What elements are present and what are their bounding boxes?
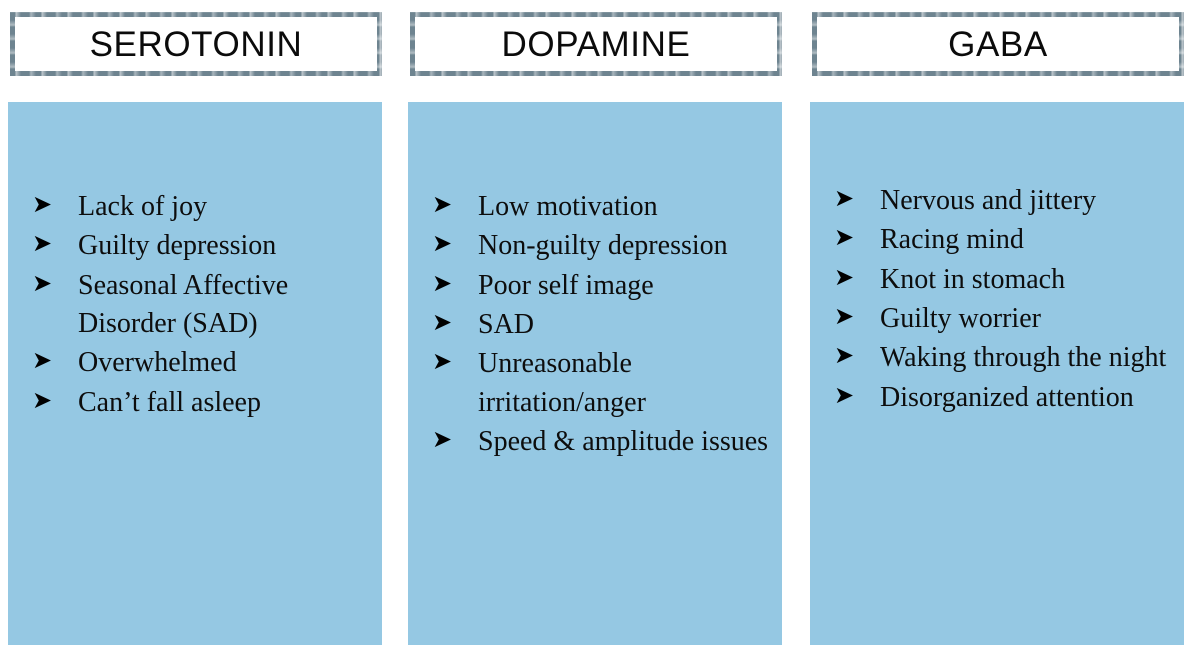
arrow-bullet-icon: ➤ [834,380,855,409]
list-item: ➤ Guilty depression [30,227,372,265]
list-item-label: Knot in stomach [880,263,1066,295]
list-item: ➤ Non-guilty depression [430,227,772,265]
column-serotonin: SEROTONIN ➤ Lack of joy ➤ Guilty depress… [0,0,396,660]
column-gaba: GABA ➤ Nervous and jittery ➤ Racing mind… [802,0,1198,660]
panel-gaba: ➤ Nervous and jittery ➤ Racing mind ➤ Kn… [810,102,1184,645]
arrow-bullet-icon: ➤ [834,341,855,370]
list-item: ➤ Guilty worrier [832,300,1174,338]
header-box-serotonin: SEROTONIN [10,12,382,76]
list-item: ➤ Unreasonable irritation/anger [430,345,772,422]
arrow-bullet-icon: ➤ [32,268,53,297]
list-item: ➤ Waking through the night [832,339,1174,377]
panel-dopamine: ➤ Low motivation ➤ Non-guilty depression… [408,102,782,645]
column-title: SEROTONIN [89,24,303,64]
list-item: ➤ SAD [430,306,772,344]
list-item: ➤ Racing mind [832,221,1174,259]
list-item: ➤ Knot in stomach [832,261,1174,299]
arrow-bullet-icon: ➤ [834,262,855,291]
list-item: ➤ Poor self image [430,267,772,305]
arrow-bullet-icon: ➤ [32,229,53,258]
list-item-label: Waking through the night [880,342,1167,374]
list-item-label: Overwhelmed [78,347,237,379]
list-item: ➤ Seasonal Affective Disorder (SAD) [30,267,372,344]
arrow-bullet-icon: ➤ [432,268,453,297]
list-item: ➤ Lack of joy [30,188,372,226]
list-item-label: Disorganized attention [880,381,1134,413]
symptom-list-dopamine: ➤ Low motivation ➤ Non-guilty depression… [430,188,772,463]
arrow-bullet-icon: ➤ [32,385,53,414]
column-dopamine: DOPAMINE ➤ Low motivation ➤ Non-guilty d… [400,0,796,660]
list-item-label: Guilty depression [78,230,277,262]
arrow-bullet-icon: ➤ [432,425,453,454]
list-item-label: Guilty worrier [880,303,1041,335]
column-title: GABA [948,24,1048,64]
list-item-label: Racing mind [880,224,1024,256]
arrow-bullet-icon: ➤ [432,347,453,376]
list-item: ➤ Can’t fall asleep [30,384,372,422]
arrow-bullet-icon: ➤ [432,308,453,337]
arrow-bullet-icon: ➤ [834,302,855,331]
list-item-label: SAD [478,309,535,341]
list-item: ➤ Disorganized attention [832,379,1174,417]
list-item-label: Low motivation [478,191,658,222]
arrow-bullet-icon: ➤ [834,184,855,212]
list-item-label: Seasonal Affective Disorder (SAD) [78,269,289,340]
list-item-label: Unreasonable irritation/anger [478,348,646,418]
symptom-list-gaba: ➤ Nervous and jittery ➤ Racing mind ➤ Kn… [832,182,1174,418]
list-item-label: Nervous and jittery [880,185,1097,216]
list-item-label: Poor self image [478,269,654,301]
arrow-bullet-icon: ➤ [432,229,453,258]
list-item-label: Speed & amplitude issues [478,426,769,458]
list-item-label: Lack of joy [78,191,208,222]
arrow-bullet-icon: ➤ [32,190,53,218]
list-item: ➤ Nervous and jittery [832,182,1174,220]
list-item: ➤ Low motivation [430,188,772,226]
arrow-bullet-icon: ➤ [834,223,855,252]
panel-serotonin: ➤ Lack of joy ➤ Guilty depression ➤ Seas… [8,102,382,645]
arrow-bullet-icon: ➤ [432,190,453,218]
header-box-gaba: GABA [812,12,1184,76]
header-box-dopamine: DOPAMINE [410,12,782,76]
column-title: DOPAMINE [501,24,691,64]
list-item-label: Non-guilty depression [478,230,728,262]
list-item: ➤ Overwhelmed [30,344,372,382]
list-item-label: Can’t fall asleep [78,386,261,418]
list-item: ➤ Speed & amplitude issues [430,423,772,461]
symptom-list-serotonin: ➤ Lack of joy ➤ Guilty depression ➤ Seas… [30,188,372,423]
arrow-bullet-icon: ➤ [32,346,53,375]
